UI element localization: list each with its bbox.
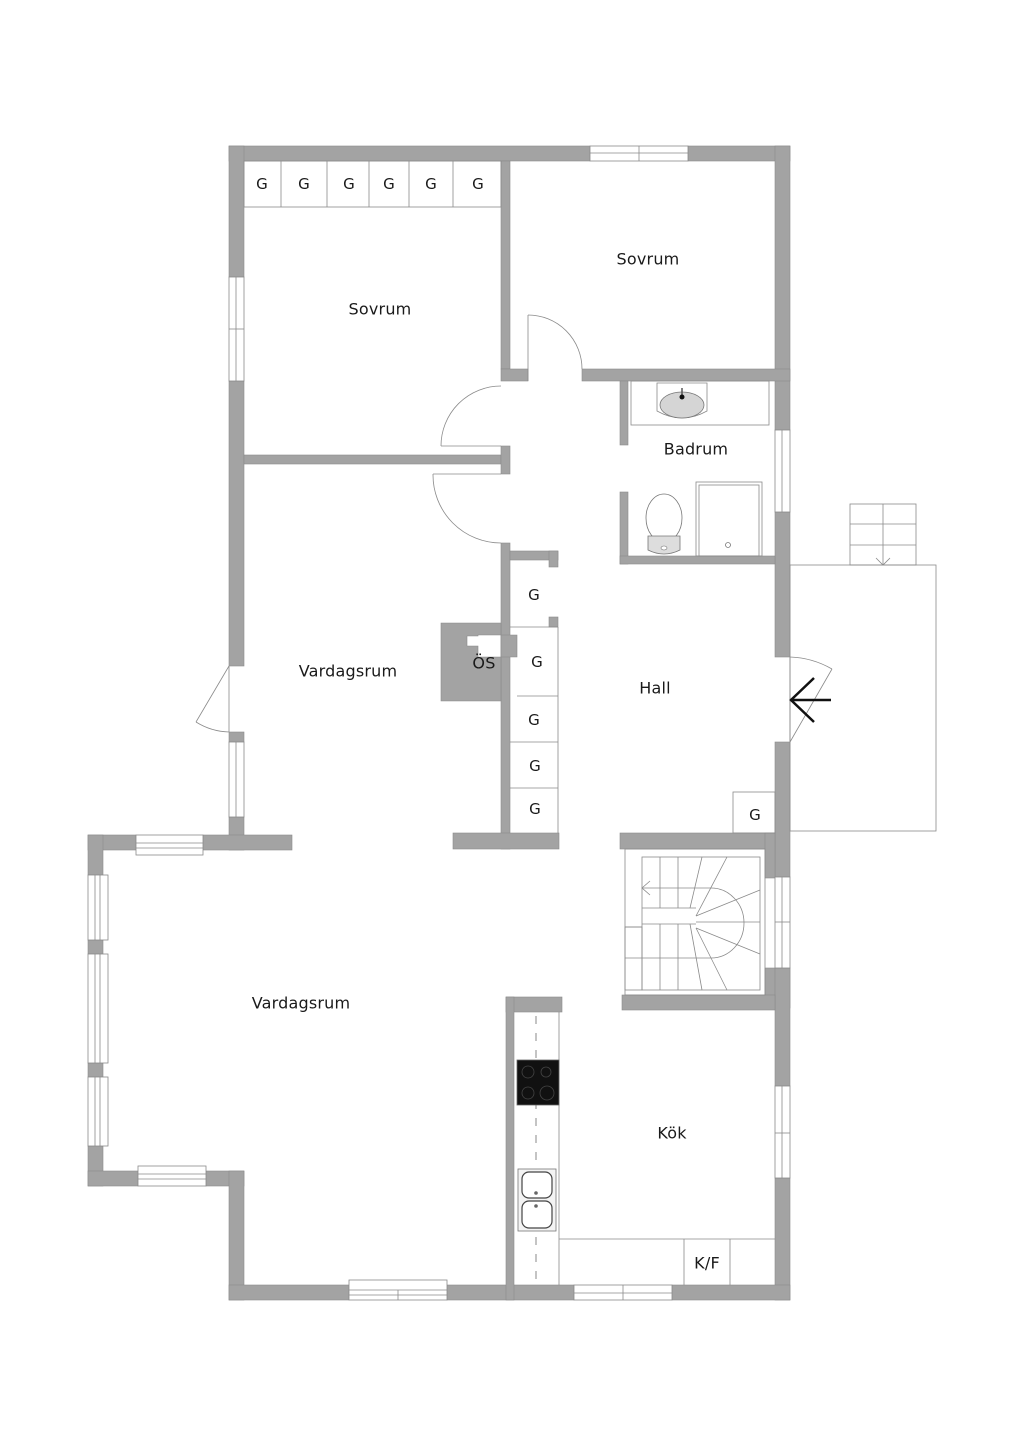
outer-walls <box>87 145 791 1301</box>
wardrobe-label: G <box>531 653 543 671</box>
room-label-hall: Hall <box>639 678 671 698</box>
bathroom-fixtures <box>630 380 770 557</box>
wardrobe-label: G <box>256 175 268 193</box>
kitchen-counters <box>535 1012 775 1285</box>
staircase <box>624 848 766 996</box>
interior-walls <box>243 160 791 1301</box>
wardrobe-label: G <box>425 175 437 193</box>
stove-icon <box>516 1059 560 1106</box>
wardrobes-sovrum <box>243 160 502 208</box>
entrance-arrow-icon <box>789 677 831 723</box>
wardrobe-label: G <box>383 175 395 193</box>
fireplace-label: ÖS <box>472 653 496 673</box>
room-label-kok: Kök <box>657 1123 687 1143</box>
room-label-badrum: Badrum <box>663 439 729 459</box>
wardrobe-label: G <box>528 586 540 604</box>
fridge-freezer-label: K/F <box>694 1253 720 1273</box>
wardrobe-label: G <box>298 175 310 193</box>
wardrobes-hall <box>510 626 776 834</box>
porch <box>789 503 937 832</box>
room-label-vardagsrum-upper: Vardagsrum <box>298 661 398 681</box>
wardrobe-label: G <box>529 757 541 775</box>
windows <box>87 145 791 1301</box>
wardrobe-label: G <box>528 711 540 729</box>
wardrobe-label: G <box>472 175 484 193</box>
room-label-vardagsrum-lower: Vardagsrum <box>251 993 351 1013</box>
sink-icon <box>517 1168 557 1232</box>
wardrobe-label: G <box>749 806 761 824</box>
wardrobe-label: G <box>343 175 355 193</box>
wardrobe-label: G <box>529 800 541 818</box>
room-label-sovrum-left: Sovrum <box>348 299 412 319</box>
room-label-sovrum-right: Sovrum <box>616 249 680 269</box>
